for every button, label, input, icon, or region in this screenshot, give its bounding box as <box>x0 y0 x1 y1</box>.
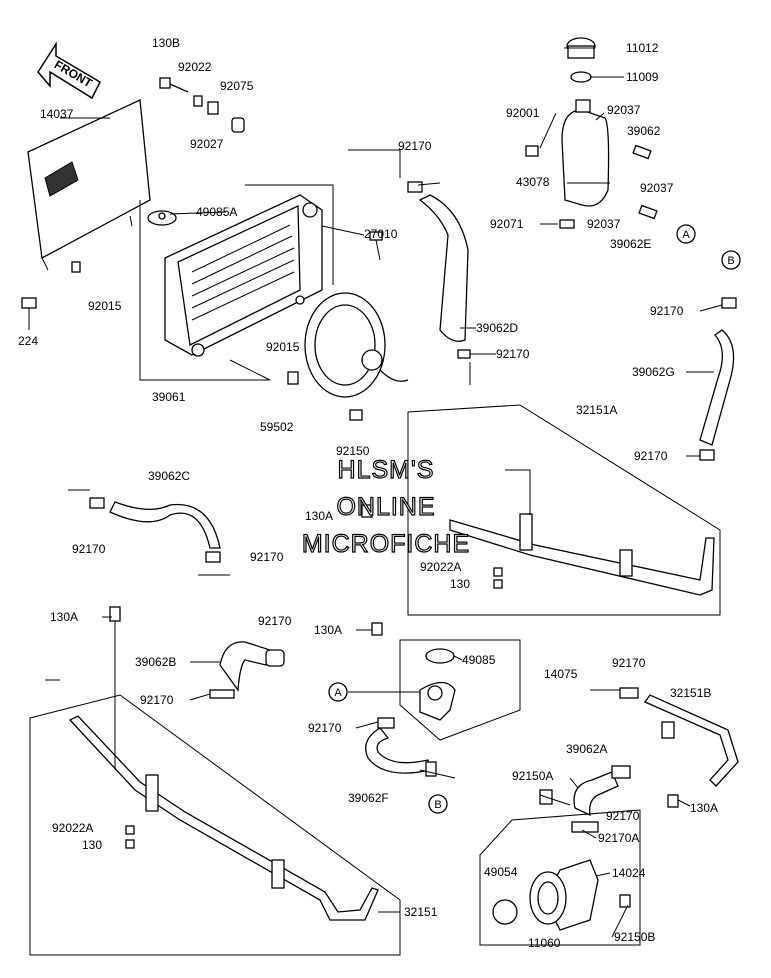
label-39062: 39062 <box>627 124 661 138</box>
label-92037-c: 92037 <box>587 217 621 231</box>
water-pump-cover <box>492 789 631 931</box>
label-130a-3: 130A <box>314 623 342 637</box>
ref-a-mid: A <box>328 682 348 702</box>
label-49085: 49085 <box>462 653 496 667</box>
ref-b-top: B <box>721 250 741 270</box>
label-39062c: 39062C <box>148 469 190 483</box>
label-32151a: 32151A <box>576 403 617 417</box>
ref-a-top: A <box>676 224 696 244</box>
label-92001: 92001 <box>506 106 540 120</box>
label-92022a-1: 92022A <box>420 560 461 574</box>
label-92075: 92075 <box>220 79 254 93</box>
label-49085a: 49085A <box>196 205 237 219</box>
label-32151b: 32151B <box>670 686 711 700</box>
radiator-cap-49085a <box>147 210 177 226</box>
watermark-line2: ONLINE <box>336 493 435 521</box>
reservoir-tank <box>525 37 658 229</box>
bolt-130a-mid <box>361 504 373 518</box>
label-39061: 39061 <box>152 390 186 404</box>
label-92170-top: 92170 <box>398 139 432 153</box>
ref-b-mid: B <box>428 794 448 814</box>
label-11060: 11060 <box>528 936 561 950</box>
watermark: HLSM'S ONLINE MICROFICHE <box>301 455 470 558</box>
label-92170-g2: 92170 <box>634 449 668 463</box>
svg-text:A: A <box>682 229 690 241</box>
svg-text:A: A <box>334 687 342 699</box>
label-49054: 49054 <box>484 865 518 879</box>
label-32151: 32151 <box>404 905 438 919</box>
washer-92022 <box>193 95 203 107</box>
label-92150: 92150 <box>336 444 370 458</box>
label-11012: 11012 <box>626 41 659 55</box>
label-39062a: 39062A <box>566 742 607 756</box>
label-92022: 92022 <box>178 60 212 74</box>
hose-39062a <box>571 765 631 833</box>
label-224: 224 <box>18 334 38 348</box>
watermark-line3: MICROFICHE <box>302 530 470 558</box>
part-labels: 130B 92022 92075 92027 14037 92015 224 4… <box>18 36 718 950</box>
hose-39062c <box>89 497 221 563</box>
grommet-92075 <box>231 117 245 133</box>
switch-27010 <box>369 231 383 261</box>
label-39062e: 39062E <box>610 237 651 251</box>
hose-39062f <box>365 717 437 777</box>
label-92170-a: 92170 <box>606 809 640 823</box>
label-130-1: 130 <box>450 577 470 591</box>
label-92170-f: 92170 <box>308 721 342 735</box>
svg-text:B: B <box>434 799 441 811</box>
label-59502: 59502 <box>260 420 294 434</box>
label-14075: 14075 <box>544 667 578 681</box>
label-92150b: 92150B <box>614 930 655 944</box>
label-130b: 130B <box>152 36 180 50</box>
label-39062g: 39062G <box>632 365 675 379</box>
hose-39062b <box>209 641 285 699</box>
label-14024: 14024 <box>612 866 646 880</box>
label-92170-d: 92170 <box>496 347 530 361</box>
label-92170-b2: 92170 <box>140 693 174 707</box>
label-92170-sb: 92170 <box>612 656 646 670</box>
bolt-130b <box>159 77 189 93</box>
label-92037-a: 92037 <box>607 103 641 117</box>
label-92170-c2: 92170 <box>250 550 284 564</box>
label-92150a: 92150A <box>512 769 553 783</box>
label-92170-c1: 92170 <box>72 542 106 556</box>
label-92037-b: 92037 <box>640 181 674 195</box>
label-130a-1: 130A <box>305 509 333 523</box>
hose-39062d <box>407 181 471 359</box>
label-92022a-2: 92022A <box>52 821 93 835</box>
label-92015-right: 92015 <box>266 340 300 354</box>
label-27010: 27010 <box>364 227 398 241</box>
cooling-fan <box>287 292 409 421</box>
label-11009: 11009 <box>626 70 659 84</box>
label-43078: 43078 <box>516 175 550 189</box>
bolt-224 <box>21 297 37 330</box>
label-92071: 92071 <box>490 217 524 231</box>
label-39062b: 39062B <box>135 655 176 669</box>
pipe-32151a <box>449 513 715 596</box>
collar-92027 <box>207 101 219 115</box>
label-92170-g: 92170 <box>650 304 684 318</box>
watermark-line1: HLSM'S <box>338 456 435 484</box>
hose-39062g <box>699 297 737 461</box>
radiator <box>164 194 323 357</box>
label-92170a: 92170A <box>598 831 639 845</box>
label-130-2: 130 <box>82 838 102 852</box>
label-92027: 92027 <box>190 137 224 151</box>
thermostat-housing <box>371 622 456 721</box>
label-39062f: 39062F <box>348 791 389 805</box>
pipe-32151 <box>68 606 379 921</box>
label-39062d: 39062D <box>476 321 518 335</box>
front-arrow-icon: FRONT <box>37 41 101 100</box>
leader-lines <box>88 47 723 938</box>
label-130a-4: 130A <box>690 801 718 815</box>
label-130a-2: 130A <box>50 610 78 624</box>
label-14037: 14037 <box>40 107 74 121</box>
radiator-screen <box>27 99 151 273</box>
label-92015-left: 92015 <box>88 299 122 313</box>
svg-text:B: B <box>727 255 734 267</box>
label-92170-b1: 92170 <box>258 614 292 628</box>
pipe-32151b <box>619 687 739 808</box>
